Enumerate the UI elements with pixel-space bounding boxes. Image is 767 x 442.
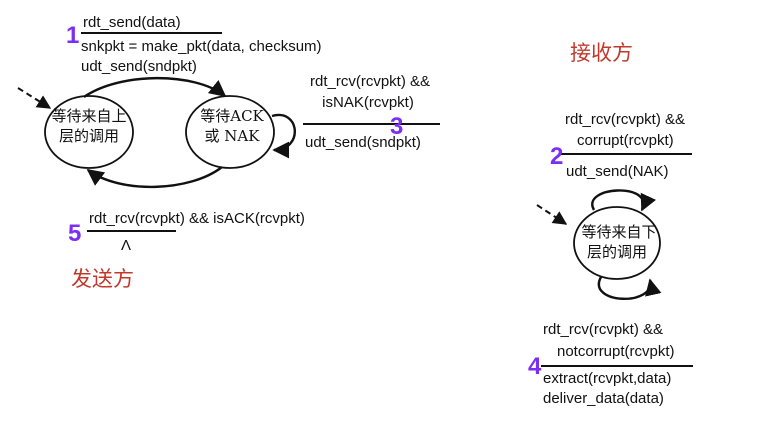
sender-self-loop-nak — [271, 113, 296, 159]
t3-event-2: isNAK(rcvpkt) — [322, 94, 414, 111]
step-number-4: 4 — [528, 353, 542, 380]
t4-event-1: rdt_rcv(rcvpkt) && — [543, 321, 663, 338]
t2-event-2: corrupt(rcvpkt) — [577, 132, 674, 149]
receiver-state-wait-call — [573, 206, 661, 280]
step-number-2: 2 — [550, 143, 563, 170]
sender-initial-arrow — [17, 87, 52, 109]
receiver-initial-arrow — [536, 204, 568, 225]
t3-event-1: rdt_rcv(rcvpkt) && — [310, 73, 430, 90]
sender-state-wait-ack-line1: 等待ACK — [200, 107, 264, 125]
receiver-state-line2: 层的调用 — [587, 243, 647, 261]
sender-edge-send — [83, 77, 227, 98]
receiver-role-label: 接收方 — [570, 41, 633, 65]
sender-state-wait-call — [44, 95, 134, 169]
step-number-1: 1 — [66, 22, 79, 49]
sender-edge-ack — [86, 166, 223, 189]
sender-state-wait-call-line1: 等待来自上 — [51, 107, 126, 125]
t4-action-2: deliver_data(data) — [543, 390, 664, 407]
t2-event-1: rdt_rcv(rcvpkt) && — [565, 111, 685, 128]
t4-event-2: notcorrupt(rcvpkt) — [557, 343, 675, 360]
t5-action: Λ — [121, 237, 131, 254]
receiver-self-loop-notcorrupt — [597, 276, 662, 300]
t2-action: udt_send(NAK) — [566, 163, 669, 180]
receiver-state-line1: 等待来自下 — [581, 223, 656, 241]
t1-action-1: snkpkt = make_pkt(data, checksum) — [81, 38, 322, 55]
sender-role-label: 发送方 — [71, 267, 134, 291]
t4-action-1: extract(rcvpkt,data) — [543, 370, 671, 387]
sender-state-wait-ack — [185, 95, 275, 169]
step-number-5: 5 — [68, 220, 81, 247]
t1-event: rdt_send(data) — [83, 14, 181, 31]
t1-action-2: udt_send(sndpkt) — [81, 58, 197, 75]
step-number-3: 3 — [390, 113, 403, 140]
sender-state-wait-ack-line2: 或 NAK — [205, 127, 261, 145]
sender-state-wait-call-line2: 层的调用 — [59, 127, 119, 145]
t3-action: udt_send(sndpkt) — [305, 134, 421, 151]
receiver-self-loop-corrupt — [591, 189, 656, 212]
t5-event: rdt_rcv(rcvpkt) && isACK(rcvpkt) — [89, 210, 305, 227]
